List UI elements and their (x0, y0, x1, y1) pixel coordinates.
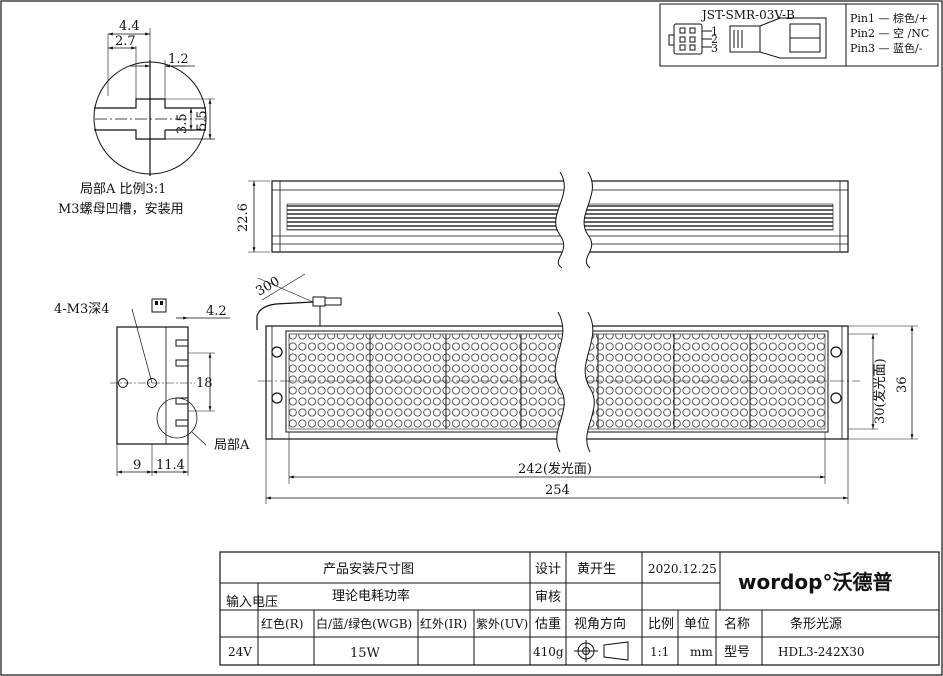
dim-2-7: 2.7 (115, 34, 136, 49)
pin-number-2: 2 (711, 33, 718, 46)
col-red: 红色(R) (261, 616, 303, 631)
side-dim-4-2: 4.2 (206, 304, 227, 319)
emit-length-dim: 242(发光面) (518, 461, 592, 477)
col-wbg: 白/蓝/绿色(WGB) (316, 616, 412, 631)
dim-3-5: 3.5 (175, 113, 190, 134)
weight-label: 估重 (535, 616, 561, 632)
voltage-value: 24V (228, 645, 252, 659)
total-height-dim: 36 (895, 376, 910, 393)
front-view: 300 30(发光面) 36 (254, 273, 918, 504)
view-direction-label: 视角方向 (574, 616, 626, 632)
col-uv: 紫外(UV) (476, 617, 528, 631)
pin2-label: Pin2 — 空 /NC (850, 26, 929, 40)
dim-1-2: 1.2 (168, 52, 189, 67)
scale-label: 比例 (648, 617, 674, 632)
detail-a-view: 4.4 2.7 1.2 3.5 5.5 (93, 19, 215, 176)
name-value: 条形光源 (790, 616, 842, 632)
name-label: 名称 (724, 616, 750, 632)
projection-symbol-icon (574, 640, 629, 662)
pin-number-1: 1 (711, 25, 718, 38)
side-dim-11-4: 11.4 (156, 458, 185, 473)
col-ir: 红外(IR) (420, 616, 467, 631)
side-dim-18: 18 (196, 376, 213, 391)
detail-caption-note: M3螺母凹槽，安装用 (58, 202, 184, 217)
connector-panel: JST-SMR-03V-B 1 2 3 Pin1 — 棕色/+ Pin2 — (659, 3, 939, 67)
company-logo: wordop°沃德普 (738, 570, 892, 594)
pin-number-3: 3 (711, 42, 718, 55)
drawing-date: 2020.12.25 (648, 562, 717, 576)
connector-model: JST-SMR-03V-B (700, 8, 795, 22)
cable-length-dim: 300 (254, 274, 283, 299)
scale-value: 1:1 (650, 645, 669, 659)
pin1-label: Pin1 — 棕色/+ (850, 11, 928, 25)
title-block (219, 551, 940, 666)
model-value: HDL3-242X30 (778, 645, 864, 659)
top-view-height-dim: 22.6 (236, 203, 251, 232)
dim-5-5: 5.5 (195, 110, 210, 131)
input-voltage-label: 输入电压 (226, 594, 278, 610)
dim-4-4: 4.4 (119, 19, 140, 34)
design-label: 设计 (535, 562, 561, 577)
detail-a-reference: 局部A (214, 438, 250, 453)
power-title: 理论电耗功率 (332, 588, 410, 604)
power-value: 15W (350, 646, 381, 661)
total-length-dim: 254 (545, 483, 570, 498)
side-dim-9: 9 (133, 458, 141, 473)
hole-callout: 4-M3深4 (54, 302, 110, 317)
model-label: 型号 (724, 645, 750, 660)
weight-value: 410g (533, 645, 564, 659)
connector-icon (668, 17, 827, 59)
emit-height-dim: 30(发光面) (872, 358, 888, 424)
detail-caption-scale: 局部A 比例3:1 (80, 182, 166, 197)
side-view: 4-M3深4 局部A 4.2 18 9 11.4 (54, 298, 250, 476)
review-label: 审核 (535, 590, 561, 605)
drawing-title: 产品安装尺寸图 (323, 562, 414, 577)
unit-value: mm (690, 645, 713, 659)
top-view: 22.6 (236, 171, 849, 269)
unit-label: 单位 (684, 617, 710, 632)
pin3-label: Pin3 — 蓝色/- (850, 41, 923, 55)
designer-name: 黄开生 (577, 562, 616, 577)
